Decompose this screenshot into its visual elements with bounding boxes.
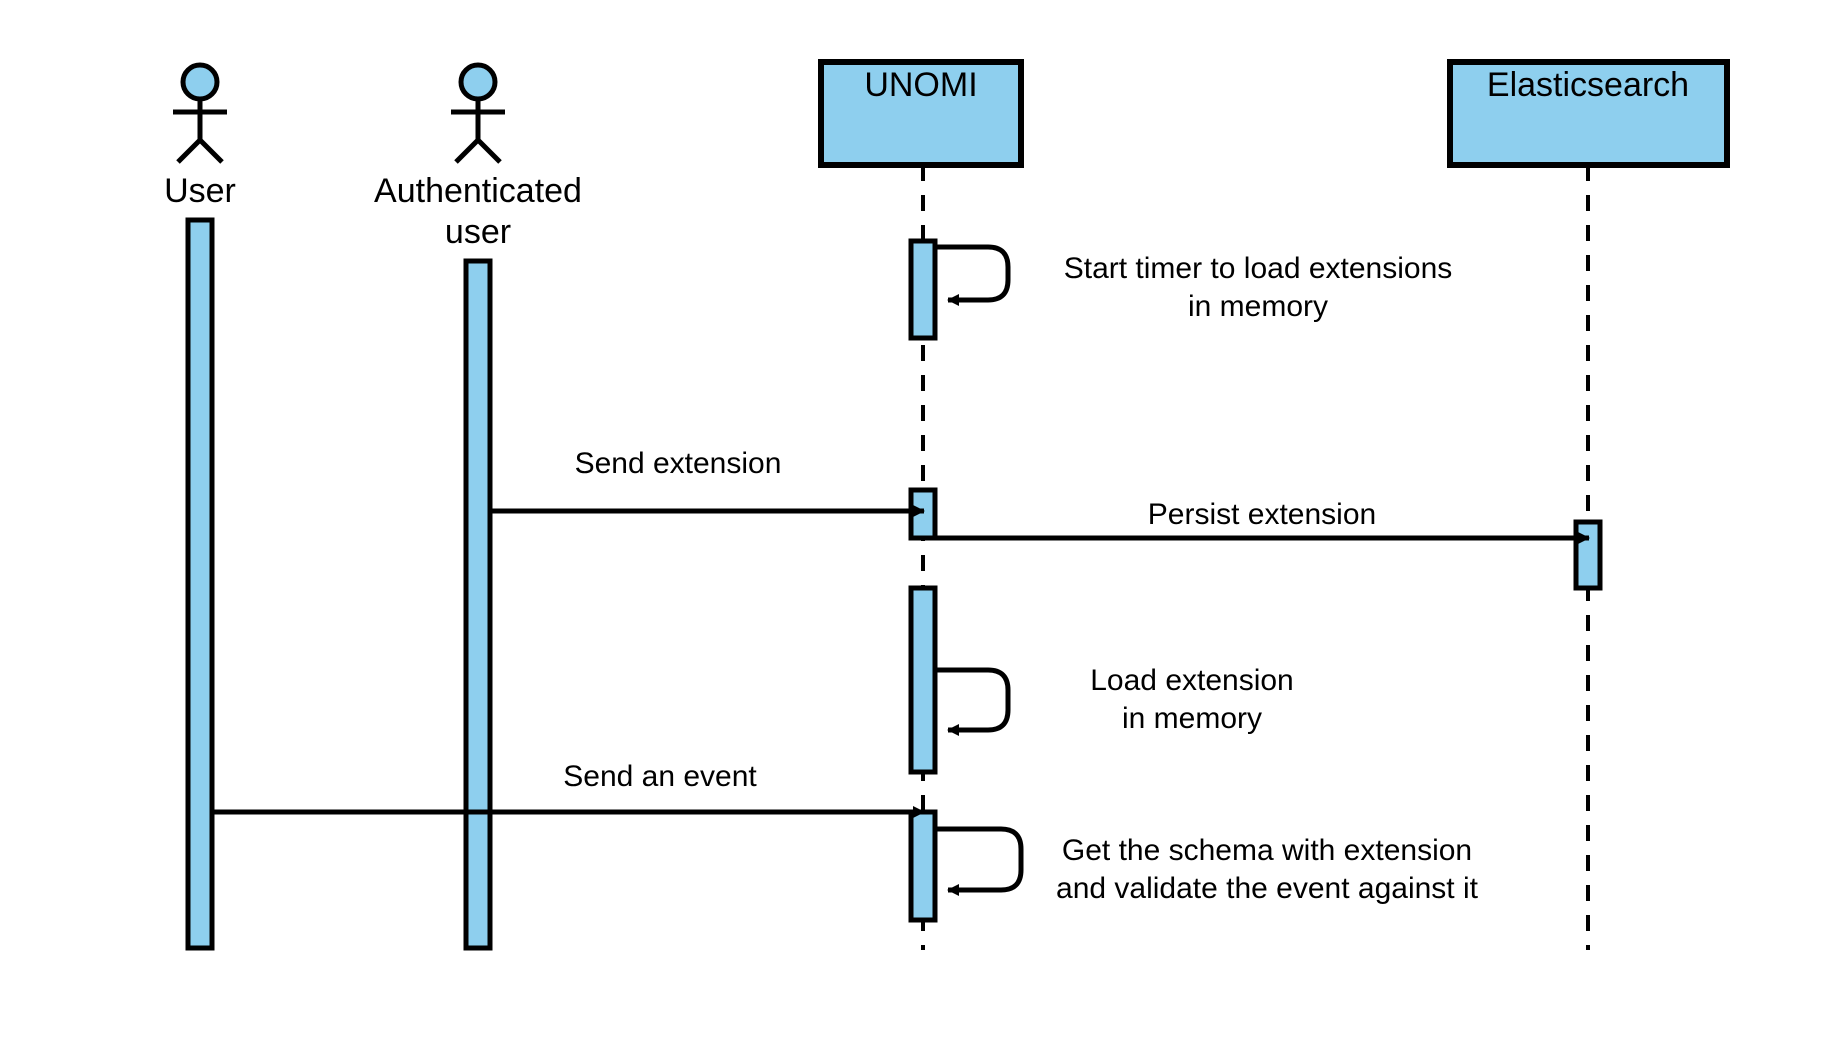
- message-send-extension[interactable]: Send extension: [490, 447, 925, 517]
- participant-box-elasticsearch[interactable]: Elasticsearch: [1447, 59, 1730, 168]
- actor-user[interactable]: User: [164, 62, 236, 210]
- message-get-schema-validate[interactable]: Get the schema with extension and valida…: [935, 826, 1479, 905]
- participant-box-unomi-rect: [818, 59, 1024, 168]
- actor-head-icon: [458, 62, 498, 102]
- actor-label-user: User: [164, 172, 236, 210]
- actor-leg-right-line: [198, 138, 224, 164]
- activation-bars-group: [185, 217, 1603, 951]
- message-label-load-extension-line2: in memory: [1122, 702, 1262, 735]
- message-label-start-timer-line1: Start timer to load extensions: [1064, 252, 1453, 285]
- activation-bar-unomi-4: [908, 809, 938, 923]
- message-start-timer[interactable]: Start timer to load extensions in memory: [935, 244, 1453, 323]
- activation-bar-unomi-1: [908, 238, 938, 341]
- actor-authenticated-user[interactable]: Authenticated user: [374, 62, 582, 251]
- message-label-get-schema-line2: and validate the event against it: [1056, 872, 1479, 905]
- actor-leg-right-line: [476, 138, 502, 164]
- activation-bar-user: [185, 217, 215, 951]
- participant-label-unomi: UNOMI: [864, 66, 977, 104]
- message-send-an-event[interactable]: Send an event: [212, 760, 925, 818]
- activation-bar-unomi-2: [908, 487, 938, 541]
- message-load-extension-path: [935, 667, 1011, 736]
- actor-label-authenticated-user-line2: user: [445, 213, 511, 251]
- message-label-send-extension: Send extension: [575, 447, 782, 480]
- message-label-persist-extension: Persist extension: [1148, 498, 1376, 531]
- participant-box-unomi[interactable]: UNOMI: [818, 59, 1024, 168]
- message-load-extension[interactable]: Load extension in memory: [935, 664, 1294, 736]
- participant-box-elasticsearch-rect: [1447, 59, 1730, 168]
- actor-leg-left-line: [176, 138, 202, 164]
- actor-leg-left-line: [454, 138, 480, 164]
- actor-head-icon: [180, 62, 220, 102]
- message-label-send-an-event: Send an event: [563, 760, 757, 793]
- message-start-timer-path: [935, 244, 1011, 306]
- actor-label-authenticated-user-line1: Authenticated: [374, 172, 582, 210]
- message-label-start-timer-line2: in memory: [1188, 290, 1328, 323]
- message-get-schema-validate-path: [935, 826, 1024, 896]
- activation-bar-authenticated-user: [463, 258, 493, 951]
- activation-bar-elasticsearch-1: [1573, 519, 1603, 591]
- activation-bar-unomi-3: [908, 585, 938, 775]
- message-label-load-extension-line1: Load extension: [1090, 664, 1294, 697]
- message-persist-extension[interactable]: Persist extension: [935, 498, 1590, 544]
- message-label-get-schema-line1: Get the schema with extension: [1062, 834, 1472, 867]
- participant-label-elasticsearch: Elasticsearch: [1487, 66, 1689, 104]
